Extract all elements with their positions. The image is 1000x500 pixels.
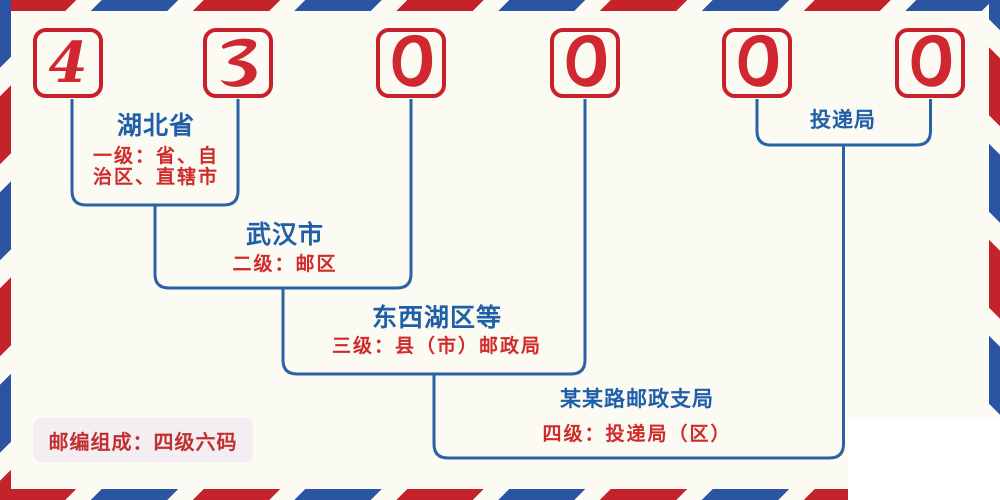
airmail-border-top xyxy=(0,0,1000,11)
digit-3 xyxy=(384,31,439,96)
digit-box-5 xyxy=(722,28,792,98)
digit-6 xyxy=(903,31,958,96)
digit-4 xyxy=(558,31,613,96)
digit-box-1: 4 xyxy=(33,28,103,98)
level1-desc-line2: 治区、直辖市 xyxy=(92,167,220,188)
level4-desc: 四级：投递局（区） xyxy=(542,424,732,445)
blank-corner-patch xyxy=(848,419,1000,500)
level3-desc: 三级：县（市）邮政局 xyxy=(331,336,543,357)
level2-desc: 二级：邮区 xyxy=(232,254,338,275)
level1-desc-line1: 一级：省、自 xyxy=(92,146,220,167)
digit-1: 4 xyxy=(48,30,88,96)
digit-2 xyxy=(211,31,266,96)
composition-label-box: 邮编组成：四级六码 xyxy=(33,418,253,462)
level4-name: 某某路邮政支局 xyxy=(560,388,714,411)
level2-name: 武汉市 xyxy=(245,221,325,249)
airmail-border-left xyxy=(0,0,11,500)
level5-name: 投递局 xyxy=(810,109,876,132)
digit-box-6 xyxy=(895,28,965,98)
airmail-border-bottom xyxy=(0,489,1000,500)
digit-box-2 xyxy=(203,28,273,98)
level3-name: 东西湖区等 xyxy=(371,304,503,332)
digit-box-3 xyxy=(376,28,446,98)
level1-name: 湖北省 xyxy=(116,112,196,140)
digit-5 xyxy=(730,31,785,96)
composition-label: 邮编组成：四级六码 xyxy=(48,431,238,454)
digit-box-4 xyxy=(550,28,620,98)
airmail-border-right xyxy=(989,0,1000,500)
